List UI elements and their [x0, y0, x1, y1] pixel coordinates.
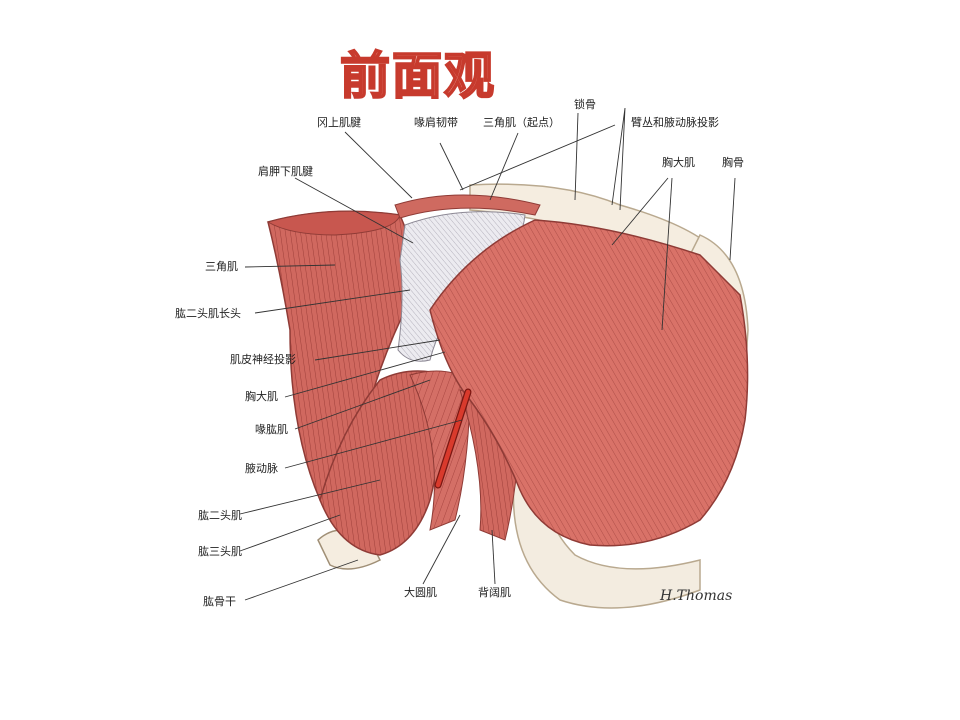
label-deltoid: 三角肌 — [205, 260, 238, 273]
label-triceps: 肱三头肌 — [198, 545, 242, 558]
label-brachial-plexus-projection: 臂丛和腋动脉投影 — [631, 116, 719, 129]
label-coracoacromial-ligament: 喙肩韧带 — [414, 116, 458, 129]
label-subscapularis-tendon: 肩胛下肌腱 — [258, 165, 313, 178]
label-pectoralis-major-left: 胸大肌 — [245, 390, 278, 403]
artist-signature: H.Thomas — [660, 588, 733, 604]
label-musculocutaneous-projection: 肌皮神经投影 — [230, 353, 296, 366]
label-sternum: 胸骨 — [722, 156, 744, 169]
label-clavicle: 锁骨 — [574, 98, 596, 111]
scapula-bone — [512, 469, 701, 609]
coracoacromial-band — [394, 194, 541, 219]
label-teres-major: 大圆肌 — [404, 586, 437, 599]
label-pectoralis-major-right: 胸大肌 — [662, 156, 695, 169]
label-coracobrachialis: 喙肱肌 — [255, 423, 288, 436]
label-biceps: 肱二头肌 — [198, 509, 242, 522]
label-humerus-shaft: 肱骨干 — [203, 595, 236, 608]
label-deltoid-origin: 三角肌（起点） — [483, 116, 560, 129]
label-supraspinatus-tendon: 冈上肌腱 — [317, 116, 361, 129]
label-biceps-long-head: 肱二头肌长头 — [175, 307, 241, 320]
pectoralis-major-muscle — [429, 219, 749, 547]
slide-title: 前面观 — [339, 46, 496, 106]
label-axillary-artery: 腋动脉 — [245, 462, 278, 475]
label-latissimus-dorsi: 背阔肌 — [478, 586, 511, 599]
leader-lines — [239, 107, 736, 601]
